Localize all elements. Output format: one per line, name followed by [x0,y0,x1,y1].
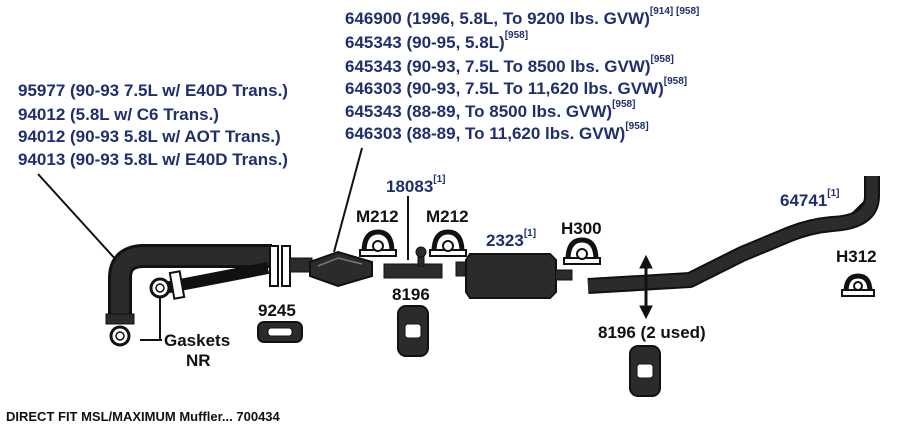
footer-note: DIRECT FIT MSL/MAXIMUM Muffler... 700434 [6,409,280,424]
part-label-9245: 9245 [258,301,296,320]
part-label-64741: 64741[1] [780,188,840,210]
part-label-h300: H300 [561,219,602,238]
part-label-8196-2-used: 8196 (2 used) [598,323,706,342]
part-label-nr: NR [186,351,211,370]
top-part-list-5: 645343 (88-89, To 8500 lbs. GVW)[958] [345,99,636,121]
flange-set [269,245,313,287]
flange-left [269,245,279,287]
top-part-list-3: 645343 (90-93, 7.5L To 8500 lbs. GVW)[95… [345,54,674,76]
side-flange [168,270,186,300]
intermediate-pipe-body [383,263,443,279]
top-part-list-1: 646900 (1996, 5.8L, To 9200 lbs. GVW)[91… [345,6,700,28]
intermediate-pipe-hanger-top [415,246,427,258]
top-part-list-6: 646303 (88-89, To 11,620 lbs. GVW)[958] [345,121,649,143]
part-label-8196: 8196 [392,285,430,304]
left-part-list-2: 94012 (5.8L w/ C6 Trans.) [18,105,219,124]
top-part-list-2: 645343 (90-95, 5.8L)[958] [345,30,529,52]
muffler-outlet [556,269,573,281]
part-label-gaskets: Gaskets [164,331,231,350]
clamp-h312 [841,273,875,297]
hanger-8196-2-used [629,345,661,397]
part-label-18083: 18083[1] [386,174,446,196]
leader-line-pipe-group [37,173,119,263]
hanger-9245 [257,321,303,343]
tailpipe-inner [587,176,878,292]
clamp-m212-left [359,229,397,257]
left-part-list-4: 94013 (90-93 5.8L w/ E40D Trans.) [18,150,288,169]
muffler [455,253,573,299]
muffler-body [465,253,557,299]
intermediate-pipe [383,246,443,279]
converter-body [309,250,373,288]
clamp-m212-right [429,229,467,257]
front-pipe [105,244,272,347]
part-label-m212-right: M212 [426,207,469,226]
left-part-list-3: 94012 (90-93 5.8L w/ AOT Trans.) [18,127,281,146]
leader-line-converter [333,147,363,253]
catalytic-converter [309,250,373,288]
flange-gap-pipe [289,257,313,273]
clamp-h300 [563,237,601,265]
part-label-h312: H312 [836,247,877,266]
flange-right [281,245,291,287]
top-part-list-4: 646303 (90-93, 7.5L To 11,620 lbs. GVW)[… [345,76,688,98]
front-pipe-inner [111,247,272,318]
side-gasket-ring-inner [155,283,165,293]
converter-highlight [317,257,363,267]
left-part-list-1: 95977 (90-93 7.5L w/ E40D Trans.) [18,81,288,100]
hanger-8196 [397,305,429,357]
part-label-m212-left: M212 [356,207,399,226]
double-arrow [639,254,653,320]
front-pipe-tip [105,313,135,325]
front-gasket-ring-inner [115,331,125,341]
part-label-2323: 2323[1] [486,228,537,250]
tailpipe [587,176,880,294]
